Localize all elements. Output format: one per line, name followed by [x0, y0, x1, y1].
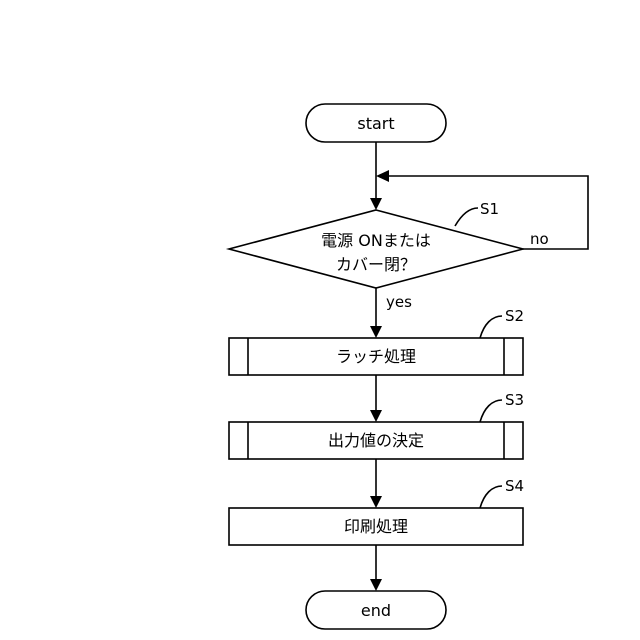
step-label-s2: S2 — [505, 307, 524, 325]
start-node: start — [306, 104, 446, 142]
process-s4-label: 印刷処理 — [344, 517, 408, 536]
process-s3: 出力値の決定 — [229, 422, 523, 459]
arrowhead-s1-top — [370, 198, 382, 210]
arrowhead-s2-top — [370, 326, 382, 338]
arrowhead-loop — [376, 170, 389, 182]
branch-label-yes: yes — [386, 293, 412, 311]
step-leader-s3 — [480, 400, 502, 422]
arrowhead-s4-top — [370, 496, 382, 508]
step-label-s4: S4 — [505, 477, 524, 495]
arrowhead-s3-top — [370, 410, 382, 422]
step-label-s1: S1 — [480, 200, 499, 218]
process-s2: ラッチ処理 — [229, 338, 523, 375]
decision-s1-line2: カバー閉？ — [336, 255, 416, 274]
step-leader-s4 — [480, 486, 502, 508]
process-s3-label: 出力値の決定 — [328, 431, 424, 450]
decision-s1: 電源 ONまたは カバー閉？ — [229, 210, 523, 288]
step-label-s3: S3 — [505, 391, 524, 409]
process-s2-label: ラッチ処理 — [336, 347, 416, 366]
decision-s1-line1: 電源 ONまたは — [321, 231, 431, 250]
end-label: end — [361, 601, 391, 620]
arrowhead-end-top — [370, 579, 382, 591]
process-s4: 印刷処理 — [229, 508, 523, 545]
end-node: end — [306, 591, 446, 629]
step-leader-s2 — [480, 316, 502, 338]
step-leader-s1 — [455, 208, 478, 226]
branch-label-no: no — [530, 230, 549, 248]
start-label: start — [357, 114, 394, 133]
